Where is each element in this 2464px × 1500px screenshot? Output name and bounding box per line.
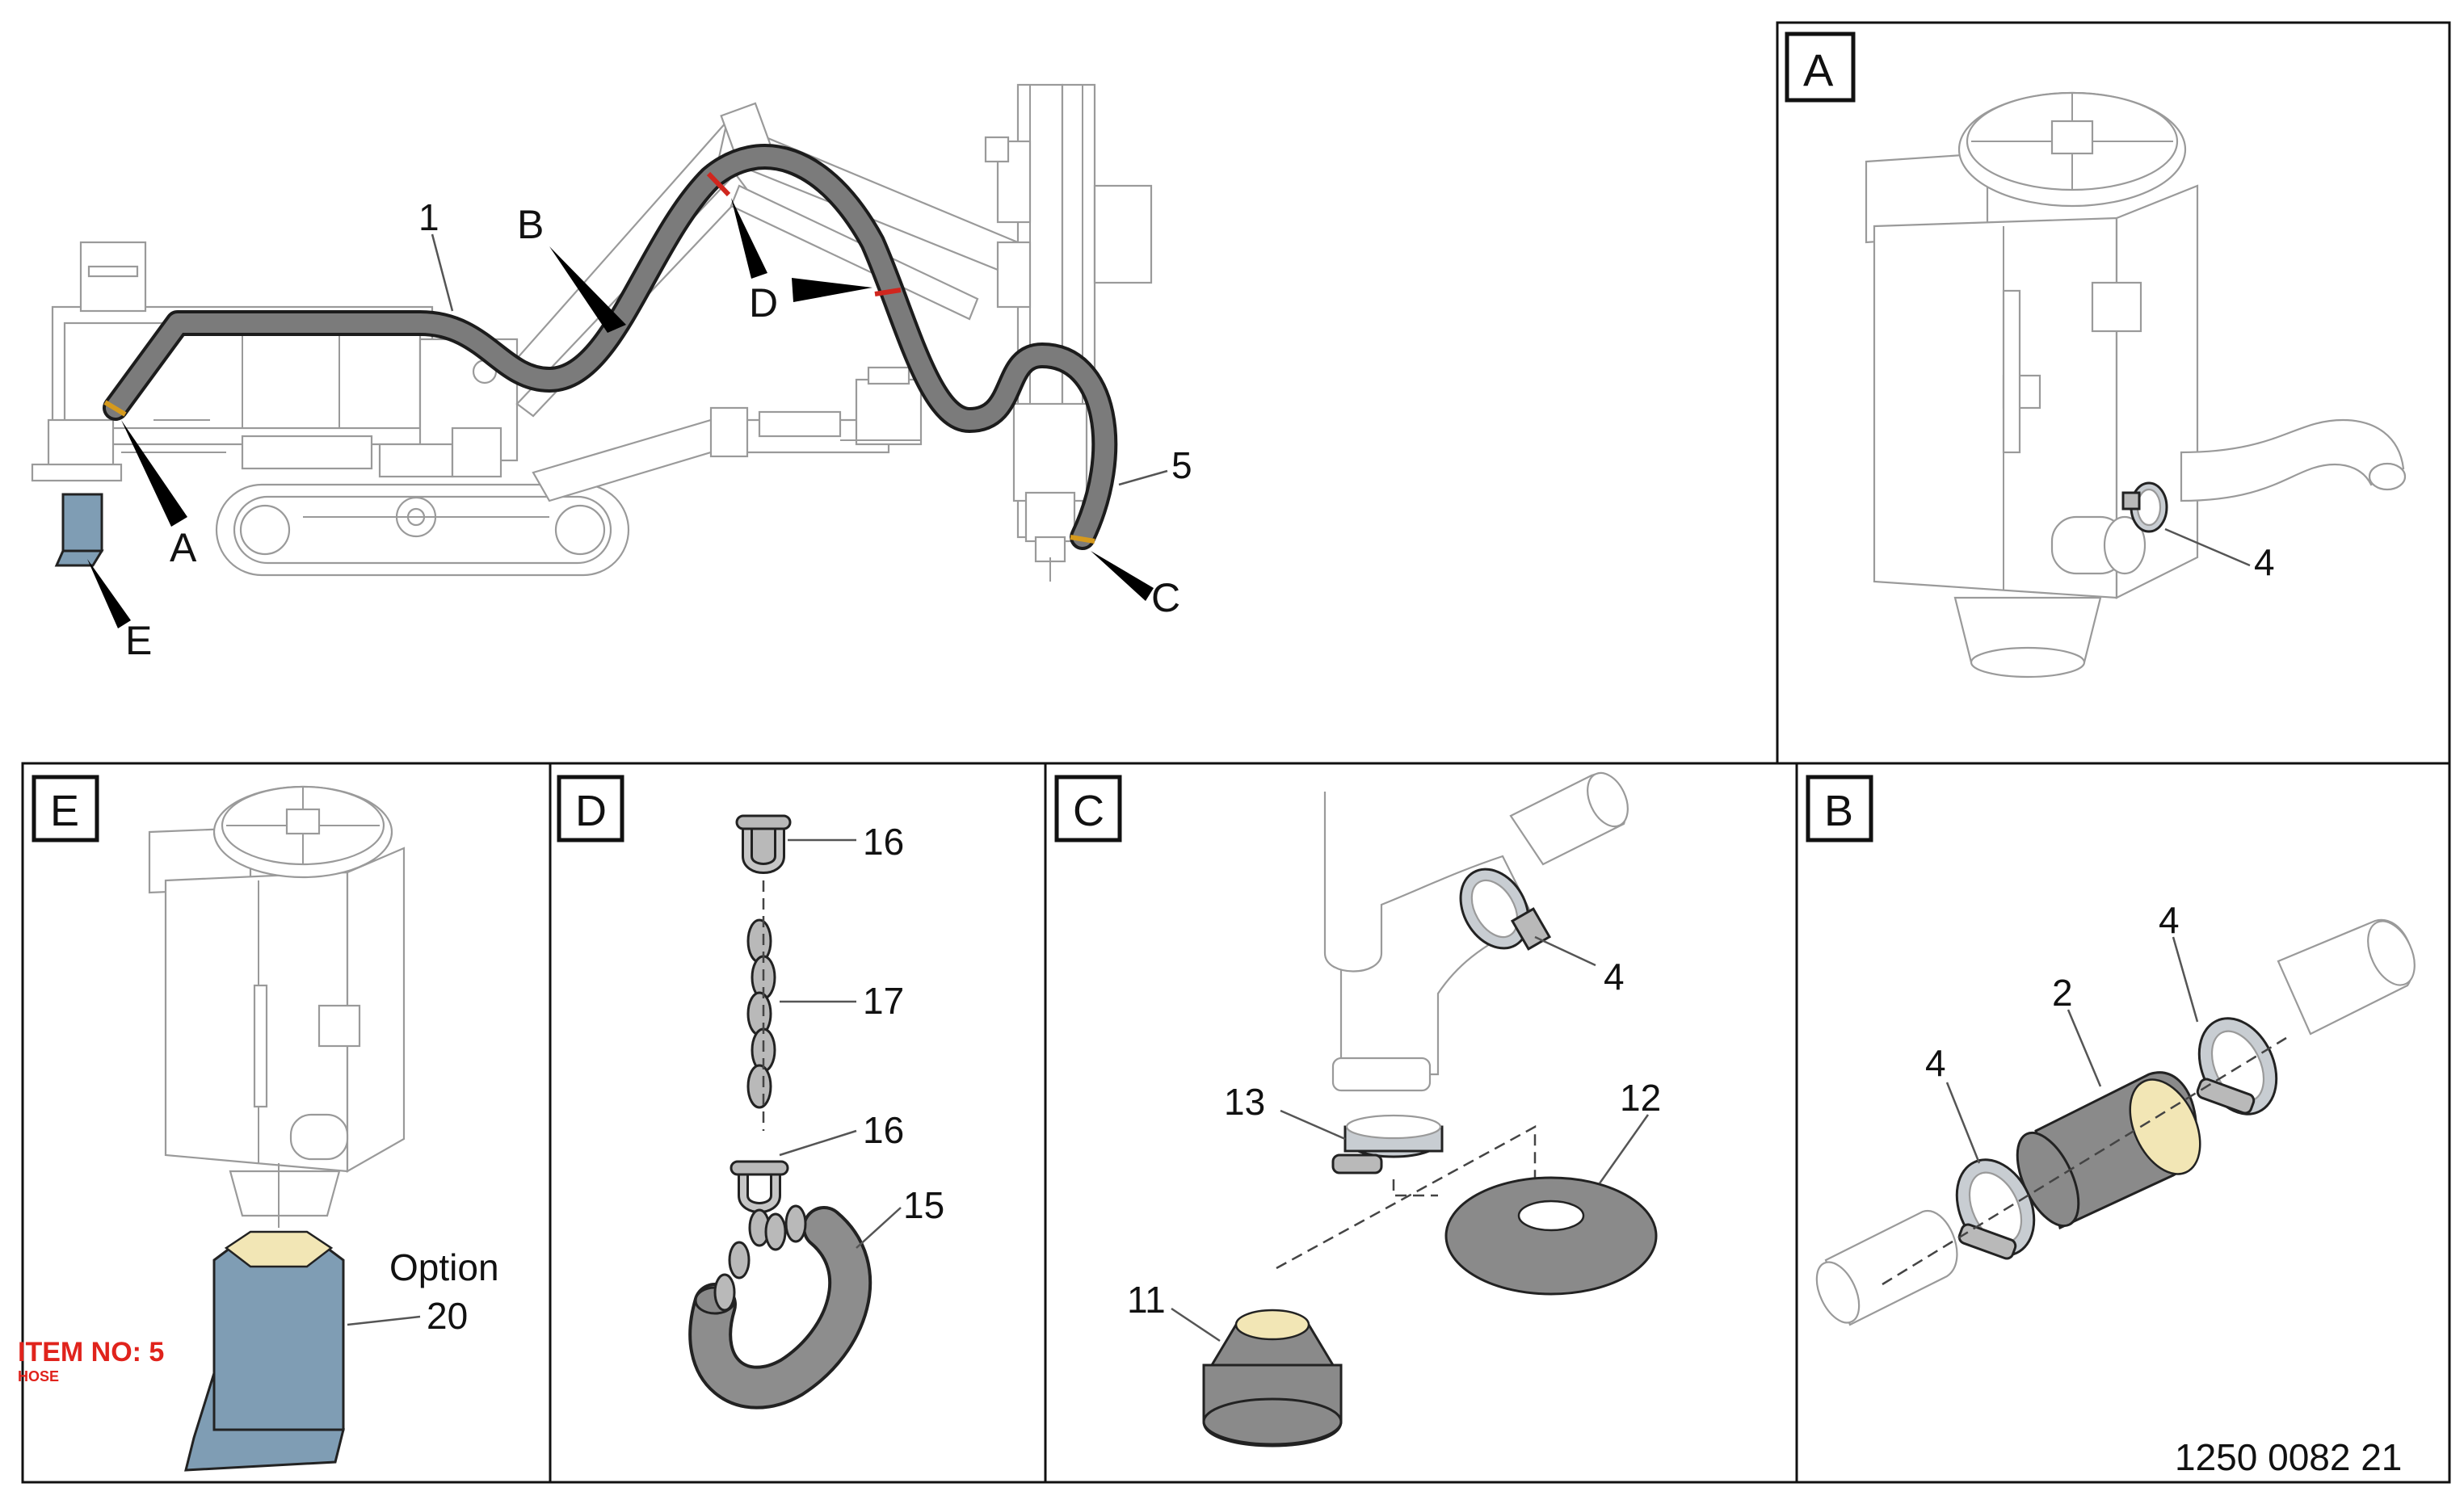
callout-b: B xyxy=(517,202,544,247)
suction-pipe xyxy=(1323,771,1629,1092)
panel-e-option: Option xyxy=(389,1246,499,1288)
filter-cap xyxy=(1202,1309,1343,1447)
panel-d-callout-shackle-bottom: 16 xyxy=(863,1109,904,1151)
item-name-label: HOSE xyxy=(18,1368,59,1384)
panel-d-callout-weight: 15 xyxy=(903,1184,944,1226)
panel-frames xyxy=(21,21,2451,1484)
dust-collector-e xyxy=(148,785,406,1217)
pipe-left xyxy=(1815,1209,1958,1326)
panel-e: E Option 20 xyxy=(32,775,499,1472)
pipe-right xyxy=(2277,918,2416,1036)
panel-c: C 4 13 xyxy=(1054,771,1661,1447)
panel-c-tag: C xyxy=(1073,787,1104,835)
clamp-upper xyxy=(1459,868,1552,951)
dust-collector-a xyxy=(1865,91,2199,679)
panel-b-callout-clamp-left: 4 xyxy=(1925,1042,1946,1084)
panel-c-callout-clamp-top: 4 xyxy=(1604,956,1625,998)
collector-bag-small xyxy=(54,493,104,567)
callout-e: E xyxy=(125,618,152,663)
panel-e-tag: E xyxy=(50,787,79,835)
panel-a: A 4 xyxy=(1785,32,2407,679)
crawler-track xyxy=(215,483,630,577)
panel-d-callout-chain: 17 xyxy=(863,980,904,1022)
callout-hose: 1 xyxy=(418,196,439,238)
dust-hose xyxy=(103,144,1118,550)
bottom-row-frame xyxy=(21,762,2451,1484)
mast xyxy=(984,83,1153,582)
sleeve xyxy=(2016,1071,2201,1230)
chain xyxy=(746,880,776,1131)
panel-d-callout-shackle-top: 16 xyxy=(863,821,904,863)
shackle-bottom xyxy=(730,1160,789,1213)
clamp-lower xyxy=(1331,1114,1444,1174)
panel-a-tag: A xyxy=(1803,44,1834,95)
rubber-plate xyxy=(1444,1176,1658,1296)
panel-d: D xyxy=(557,775,944,1410)
outlet-assembly-a xyxy=(2050,418,2407,575)
panel-c-callout-plate: 12 xyxy=(1620,1077,1661,1119)
panel-d-tag: D xyxy=(575,787,607,835)
callout-c: C xyxy=(1151,575,1180,620)
panel-e-callout-bag: 20 xyxy=(427,1295,468,1337)
collector-bag xyxy=(184,1163,345,1472)
clamp-left xyxy=(1955,1158,2036,1260)
panel-c-callout-cap: 11 xyxy=(1127,1279,1166,1321)
shackle-top xyxy=(735,814,792,874)
drawing-number: 1250 0082 21 xyxy=(2175,1436,2402,1478)
panel-b-callout-clamp-right: 4 xyxy=(2159,899,2180,941)
callout-a: A xyxy=(170,525,197,570)
panel-a-callout-clamp: 4 xyxy=(2254,541,2275,583)
panel-b-callout-sleeve: 2 xyxy=(2052,972,2073,1014)
main-view: 1 5 A B C D E xyxy=(31,83,1192,663)
panel-c-callout-clamp-lower: 13 xyxy=(1224,1081,1265,1123)
clamp-right xyxy=(2196,1017,2278,1116)
item-number-label: ITEM NO: 5 xyxy=(18,1337,164,1368)
callout-d: D xyxy=(749,280,778,326)
panel-b-tag: B xyxy=(1824,787,1853,835)
panel-b: B 4 2 xyxy=(1806,775,2416,1326)
callout-hose-end: 5 xyxy=(1171,444,1192,486)
weight-hose xyxy=(688,1204,872,1410)
